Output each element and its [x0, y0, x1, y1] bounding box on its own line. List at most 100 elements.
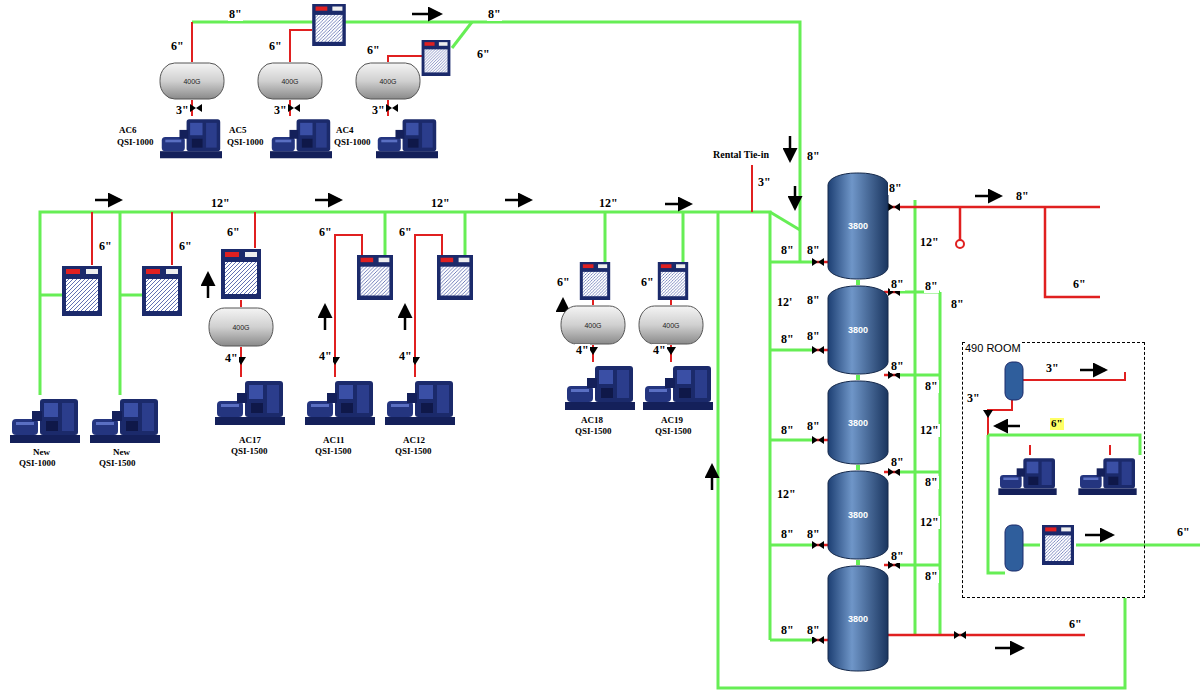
equipment-label: QSI-1000	[116, 138, 155, 147]
drawing-part	[422, 40, 451, 76]
equipment-label: QSI-1500	[98, 459, 137, 468]
air-tank: 400G	[159, 62, 225, 100]
receiver-tank: 3800	[827, 470, 889, 560]
air-tank: 400G	[208, 307, 274, 347]
drawing-part	[751, 165, 753, 212]
pipe-size-label: 8"	[888, 182, 903, 195]
drawing-part	[190, 104, 202, 112]
drawing-part	[119, 212, 122, 395]
equipment-label: QSI-1000	[18, 459, 57, 468]
pipe-size-label: 8"	[890, 278, 905, 291]
pipe-size-label: 3"	[1045, 362, 1060, 375]
pipe-size-label: 8"	[806, 330, 821, 343]
air-tank: 400G	[257, 62, 323, 100]
drawing-part	[192, 22, 800, 262]
drawing-part	[312, 4, 346, 46]
equipment-label: AC6	[118, 126, 138, 135]
pipe-size-label: 8"	[780, 528, 795, 541]
drawing-part	[207, 274, 210, 298]
drawing-part	[10, 399, 80, 443]
pipe-size-label: 6"	[640, 276, 655, 289]
equipment-label: New	[112, 448, 131, 457]
pipe-size-label: 12"	[430, 197, 451, 210]
node-text: 3800	[827, 285, 889, 335]
pipe-size-label: 8"	[780, 244, 795, 257]
drawing-part	[62, 266, 102, 316]
drawing-part	[770, 212, 800, 230]
receiver-link	[856, 560, 860, 565]
pipe-size-label: 12"	[919, 516, 940, 529]
drawing-part	[915, 200, 940, 635]
node-text: 490 ROOM	[965, 342, 1021, 354]
drawing-part	[975, 195, 1000, 198]
pipe-size-label: 6"	[1072, 278, 1087, 291]
pipe-size-label: 8"	[1015, 190, 1030, 203]
drawing-part	[888, 203, 966, 639]
flow-arrows	[95, 14, 1112, 648]
pipe-size-label: 8"	[806, 294, 821, 307]
pipe-size-label: 8"	[924, 476, 939, 489]
pipe-size-label: 4"	[398, 350, 413, 363]
air-tank: 400G	[355, 62, 421, 100]
pipe-size-label: 6"	[178, 240, 193, 253]
drawing-part	[386, 104, 398, 112]
drawing-part	[191, 22, 193, 62]
pipe-size-label: 8"	[890, 456, 905, 469]
equipment-label: AC18	[580, 416, 604, 425]
pipe-size-label: 8"	[806, 528, 821, 541]
pipe-size-label: 8"	[780, 624, 795, 637]
drawing-part	[412, 13, 440, 16]
drawing-part	[388, 56, 425, 62]
node-text: 400G	[159, 62, 225, 85]
receiver-tank: 3800	[827, 380, 889, 465]
node-text: 3800	[827, 380, 889, 428]
drawing-part	[996, 425, 1020, 428]
drawing-part	[789, 136, 792, 160]
pipe-size-label: 6"	[98, 240, 113, 253]
receiver-link	[856, 465, 860, 470]
pipe-size-label: 12"	[210, 197, 231, 210]
pipe-size-label: 6"	[366, 44, 381, 57]
drawing-part	[665, 203, 690, 206]
receiver-link	[856, 375, 860, 380]
drawing-part	[643, 366, 713, 410]
pipe-size-label: 12"	[598, 197, 619, 210]
equipment-label: QSI-1000	[333, 138, 372, 147]
receiver-tank: 3800	[827, 172, 889, 280]
equipment-label: 6"	[1050, 418, 1064, 430]
drawing-part	[437, 255, 473, 300]
pipe-size-label: 6"	[476, 48, 491, 61]
drawing-part	[812, 258, 824, 644]
pipes	[40, 22, 1200, 688]
equipment-label: QSI-1500	[314, 447, 353, 456]
equipment-label: QSI-1000	[226, 138, 265, 147]
pipe-size-label: 8"	[806, 150, 821, 163]
equipment-label: AC17	[238, 436, 262, 445]
pipe-size-label: 12'	[776, 296, 793, 309]
pipe-size-label: 6"	[318, 226, 333, 239]
equipment-icons	[10, 4, 1137, 571]
drawing-part	[1005, 525, 1023, 571]
pipe-size-label: 6"	[556, 276, 571, 289]
drawing-part	[988, 400, 1012, 435]
drawing-part	[385, 381, 455, 425]
drawing-part	[452, 22, 472, 48]
pipe-size-label: 4"	[318, 350, 333, 363]
drawing-part	[770, 262, 812, 640]
equipment-label: New	[32, 448, 51, 457]
pipe-size-label: 6"	[226, 226, 241, 239]
pipe-size-label: 3"	[371, 104, 386, 117]
drawing-part	[95, 199, 120, 202]
equipment-label: QSI-1500	[394, 447, 433, 456]
drawing-part	[1023, 372, 1125, 380]
pipe-size-label: 8"	[924, 380, 939, 393]
equipment-label: Rental Tie-in	[712, 150, 770, 161]
drawing-part	[718, 212, 1125, 688]
pipe-size-label: 12"	[919, 236, 940, 249]
pipe-size-label: 8"	[780, 424, 795, 437]
drawing-part	[794, 186, 797, 208]
equipment-label: AC4	[335, 126, 355, 135]
pipe-size-label: 3"	[757, 176, 772, 189]
drawing-part	[995, 647, 1022, 650]
drawing-part	[1005, 362, 1023, 400]
